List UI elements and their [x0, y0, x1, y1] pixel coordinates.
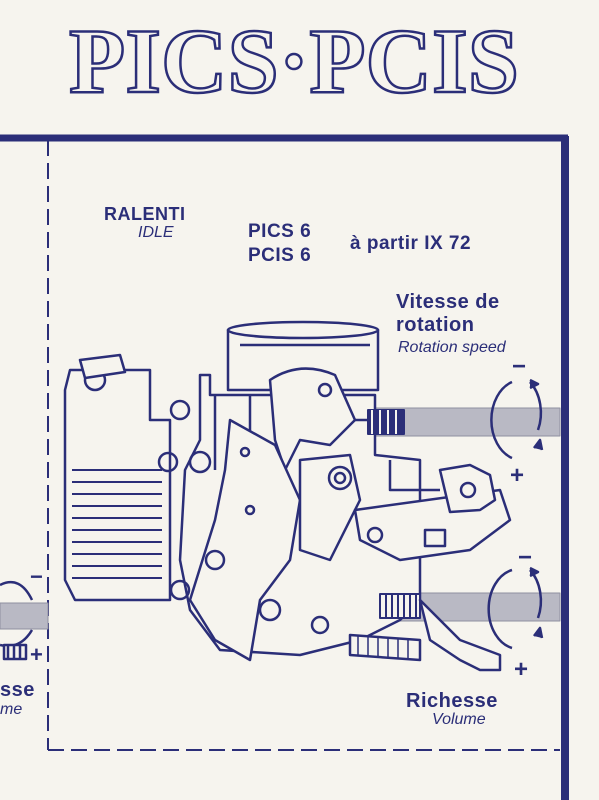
- rotation-label-line-1: Vitesse de: [396, 291, 500, 313]
- rotation-plus-sign: +: [510, 462, 525, 489]
- header-title-text: PICS·PCIS: [69, 10, 519, 112]
- throttle-lever: [268, 367, 357, 472]
- model-line-1: PICS 6: [248, 221, 312, 242]
- left-panel-label-en: me: [0, 701, 23, 718]
- volume-screw-spring: [379, 593, 421, 619]
- header-title: PICS·PCIS: [68, 9, 520, 114]
- rotation-label-line-2: rotation: [396, 314, 475, 336]
- volume-direction-arrow: [487, 566, 544, 650]
- volume-plus-sign: +: [514, 656, 529, 683]
- left-panel-fragment: [0, 580, 34, 661]
- left-screw-shaft: [0, 602, 49, 630]
- model-from-label: à partir IX 72: [350, 233, 472, 254]
- linkage-arm: [188, 418, 302, 662]
- model-line-2: PCIS 6: [248, 245, 312, 266]
- volume-minus-sign: −: [518, 544, 533, 571]
- bottom-spring: [348, 633, 422, 662]
- idle-label-en: IDLE: [138, 224, 174, 241]
- volume-label-en: Volume: [432, 711, 486, 728]
- rotation-label-en: Rotation speed: [398, 339, 506, 356]
- rotation-minus-sign: −: [512, 353, 527, 380]
- left-panel-label-fr: sse: [0, 679, 35, 701]
- left-minus-sign: −: [30, 564, 44, 589]
- rotation-direction-arrow: [490, 378, 544, 460]
- rotation-screw-spring: [367, 409, 405, 435]
- left-plus-sign: +: [30, 642, 44, 667]
- idle-label-fr: RALENTI: [104, 204, 186, 224]
- volume-label-fr: Richesse: [406, 690, 498, 712]
